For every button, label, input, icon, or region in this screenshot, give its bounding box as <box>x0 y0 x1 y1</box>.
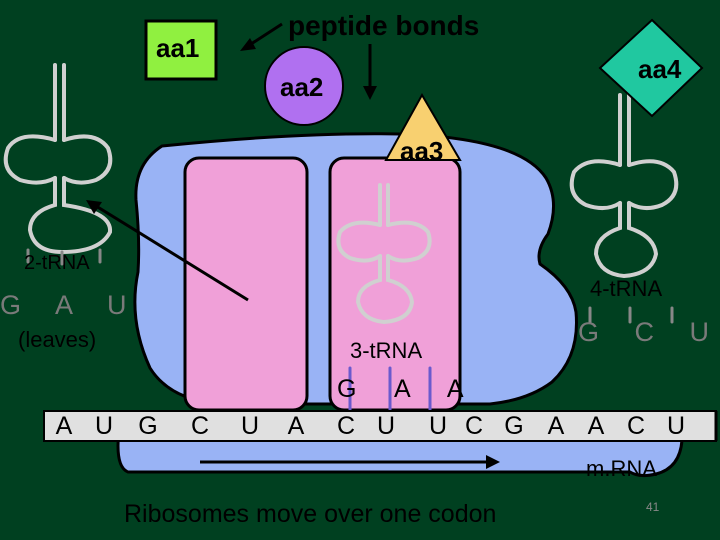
mrna-base: A <box>547 412 565 440</box>
mrna-base: A <box>287 412 305 440</box>
trna2-label: 2-tRNA <box>24 252 90 274</box>
aa1-box <box>144 19 218 81</box>
arrow-to-aa1 <box>247 22 283 48</box>
arrow-leaving-trna <box>95 204 249 302</box>
trna-2-leaving <box>3 63 113 266</box>
peptide-bonds-label: peptide bonds <box>288 10 480 41</box>
mrna-base: C <box>190 412 210 440</box>
trna4-anticodon: G C U <box>578 317 720 347</box>
mrna-base: A <box>55 412 73 440</box>
trna3-anticodon: G A A <box>337 375 480 403</box>
mrna-base: G <box>138 412 158 440</box>
mrna-label: m.RNA <box>586 456 657 481</box>
aa3-label: aa3 <box>400 136 444 166</box>
aa2-circle <box>264 46 344 126</box>
trna-3 <box>336 183 432 414</box>
caption: Ribosomes move over one codon <box>124 500 497 528</box>
trna-4-incoming <box>569 93 679 324</box>
mrna-base: G <box>504 412 524 440</box>
aa3-triangle <box>384 92 462 161</box>
aa2-label: aa2 <box>280 72 324 102</box>
arrowhead-ribosome-move <box>486 455 500 469</box>
trna2-anticodon: G A U <box>0 290 141 320</box>
mrna-base: C <box>464 412 484 440</box>
mrna-base: U <box>428 412 448 440</box>
aa1-label: aa1 <box>156 33 200 63</box>
p-site <box>183 156 309 412</box>
aa4-label: aa4 <box>638 54 682 84</box>
trna4-label: 4-tRNA <box>590 276 663 301</box>
arrowhead-aa2-aa3 <box>363 86 377 100</box>
mrna-base: U <box>240 412 260 440</box>
trna3-label: 3-tRNA <box>350 338 423 363</box>
leaves-label: (leaves) <box>18 327 97 352</box>
mrna-base: U <box>666 412 686 440</box>
mrna-base: A <box>587 412 605 440</box>
page-number: 41 <box>646 500 660 514</box>
arrowhead-aa1 <box>240 38 256 51</box>
mrna-base: C <box>626 412 646 440</box>
arrowhead-leaving-trna <box>86 200 102 214</box>
mrna-base: U <box>94 412 114 440</box>
aa4-diamond <box>598 18 704 118</box>
mrna-base: U <box>376 412 396 440</box>
mrna-base: C <box>336 412 356 440</box>
